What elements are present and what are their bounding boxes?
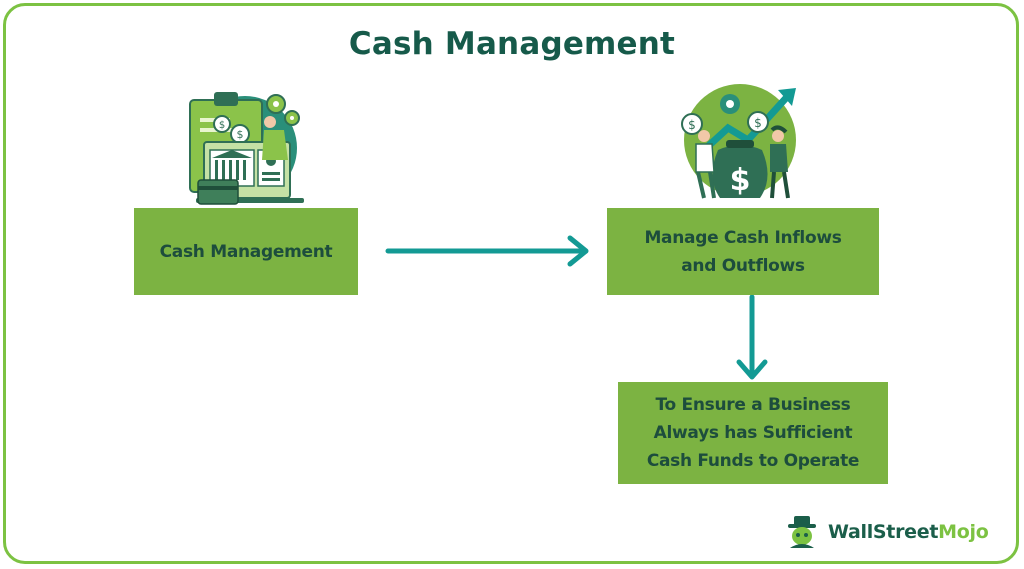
svg-text:$: $ [688,118,696,132]
node-ensure-line-2: Always has Sufficient [653,423,853,443]
node-ensure-line-3: Cash Funds to Operate [646,451,860,471]
diagram-title: Cash Management [348,26,676,62]
wallstreetmojo-logo: WallStreetMojo [782,514,989,550]
node-ensure-sufficient-cash: To Ensure a Business Always has Sufficie… [618,382,888,484]
clipboard-finance-illustration-icon: $ $ [189,92,304,205]
svg-text:$: $ [754,116,762,130]
mojo-mascot-icon [788,516,816,548]
svg-text:$: $ [219,120,225,131]
node-manage-cash-flows: Manage Cash Inflows and Outflows [607,208,879,295]
money-bag-growth-illustration-icon: $ $ $ [681,84,796,199]
node-manage-line-2: and Outflows [681,255,805,276]
logo-text-wallstreet: WallStreet [828,521,939,543]
node-ensure-line-1: To Ensure a Business [655,395,851,415]
arrow-down [736,294,768,380]
node-manage-line-1: Manage Cash Inflows [644,227,842,248]
node-cash-management-label: Cash Management [159,241,333,262]
svg-text:$: $ [730,163,751,198]
logo-text: WallStreetMojo [828,521,989,543]
logo-text-mojo: Mojo [938,521,989,543]
arrow-right [385,235,589,267]
svg-text:$: $ [237,128,244,141]
node-cash-management: Cash Management [134,208,358,295]
